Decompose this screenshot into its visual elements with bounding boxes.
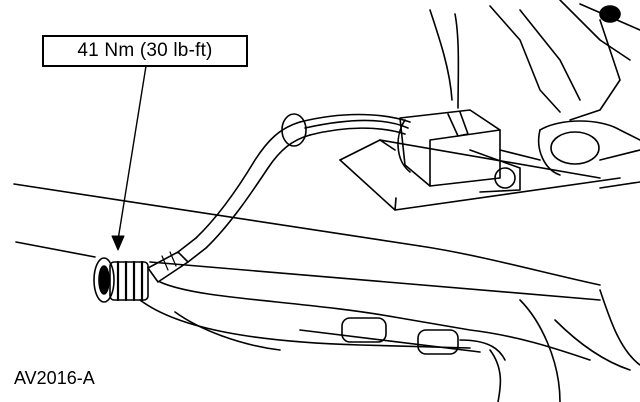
exhaust-pipe-outline	[13, 183, 601, 361]
oxygen-sensor	[93, 237, 207, 303]
mounting-bracket	[339, 139, 621, 211]
torque-callout: 41 Nm (30 lb-ft)	[42, 35, 248, 67]
figure-id-label: AV2016-A	[14, 368, 95, 388]
sensor-wire-harness	[195, 113, 411, 249]
callout-leader	[111, 65, 147, 251]
engine-components	[429, 0, 640, 189]
heat-shield-bands	[341, 317, 506, 361]
torque-label: 41 Nm (30 lb-ft)	[77, 40, 213, 61]
lower-structure	[489, 289, 640, 402]
electrical-connector	[397, 109, 541, 193]
